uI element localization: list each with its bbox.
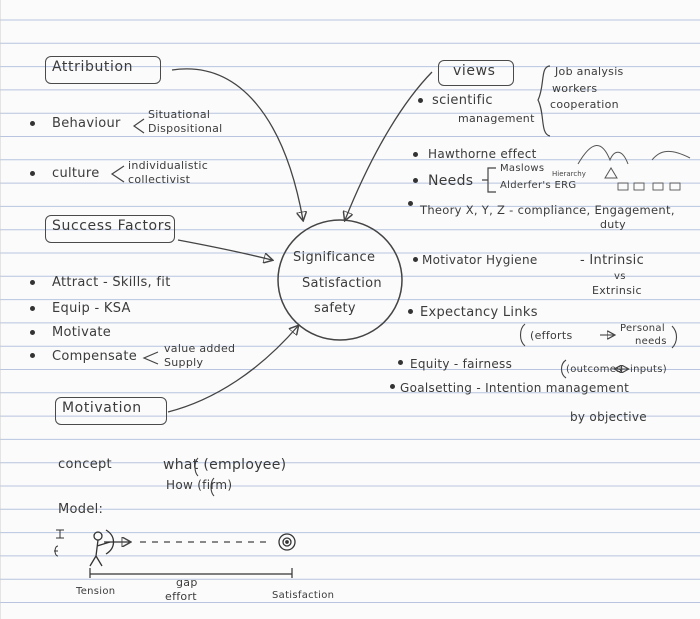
bracket-compensate: [142, 351, 159, 365]
center-satisfaction: Satisfaction: [302, 276, 382, 291]
bullet: [30, 280, 35, 285]
equity-label: Equity - fairness: [410, 357, 513, 371]
bullet: [413, 152, 418, 157]
arrow-views-to-center: [345, 71, 433, 220]
effort-label: effort: [165, 590, 197, 603]
equity-bracket-icon: [560, 359, 567, 379]
vs-label: vs: [614, 271, 626, 282]
concept-label: concept: [58, 457, 112, 472]
collectivist-label: collectivist: [128, 173, 191, 186]
supply-label: Supply: [164, 356, 204, 369]
alderfer-label: Alderfer's ERG: [500, 180, 577, 191]
situational-label: Situational: [148, 108, 211, 121]
job-analysis-label: Job analysis: [555, 65, 624, 78]
individualistic-label: individualistic: [128, 159, 209, 172]
workers-label: workers: [552, 82, 598, 95]
brace-scientific: [537, 65, 551, 137]
hawthorne-label: Hawthorne effect: [428, 147, 537, 161]
maslow-triangle-icon: [604, 167, 618, 179]
behaviour-label: Behaviour: [52, 116, 121, 131]
hierarchy-label: Hierarchy: [552, 170, 586, 178]
expectancy-label: Expectancy Links: [420, 305, 538, 320]
dart-target-icon: [278, 533, 296, 551]
by-objective-label: by objective: [570, 410, 647, 424]
erg-boxes-icon: [617, 182, 681, 191]
tension-gauge-icon: [54, 529, 64, 557]
bullet: [408, 309, 413, 314]
compensate-label: Compensate: [52, 349, 138, 364]
attract-label: Attract - Skills, fit: [52, 275, 171, 290]
what-paren-icon: [194, 457, 199, 477]
maslow-label: Maslows: [500, 163, 545, 174]
extrinsic-label: Extrinsic: [592, 284, 642, 297]
theory-label: Theory X, Y, Z - compliance, Engagement,: [420, 203, 675, 217]
range-line: [89, 568, 293, 578]
hawthorne-arrow-icon: [651, 151, 691, 161]
expectancy-bracket-icon: [519, 323, 526, 347]
bullet: [413, 257, 418, 262]
bullet: [398, 360, 403, 365]
duty-label: duty: [600, 218, 626, 231]
bullet: [30, 121, 35, 126]
efforts-label: (efforts: [530, 329, 573, 342]
scientific-label: scientific: [432, 93, 493, 108]
hawthorne-curve-icon: [577, 145, 629, 165]
cooperation-label: cooperation: [550, 98, 619, 111]
arrow-motivation-to-center: [167, 326, 298, 413]
equip-label: Equip - KSA: [52, 301, 131, 316]
needs-label: Needs: [428, 173, 474, 189]
bullet: [30, 330, 35, 335]
model-label: Model:: [58, 502, 104, 517]
bracket-behaviour: [132, 118, 145, 134]
goalsetting-label: Goalsetting - Intention management: [400, 381, 630, 395]
center-safety: safety: [314, 301, 356, 316]
arrow-attribution-to-center: [171, 68, 303, 220]
culture-label: culture: [52, 166, 100, 181]
motivator-hygiene-label: Motivator Hygiene: [422, 253, 538, 267]
archer-icon: [89, 529, 115, 567]
value-added-label: value added: [164, 342, 236, 355]
bullet: [30, 171, 35, 176]
ruled-lines: [0, 19, 700, 603]
bracket-culture: [110, 165, 125, 183]
bullet: [390, 384, 395, 389]
dispositional-label: Dispositional: [148, 122, 223, 135]
how-paren-icon: [210, 477, 215, 497]
inputs-label: inputs): [630, 364, 667, 375]
tension-label: Tension: [76, 586, 116, 597]
motivate-label: Motivate: [52, 325, 112, 340]
arrow-success-to-center: [177, 239, 272, 260]
bullet: [30, 353, 35, 358]
success-factors-box: Success Factors: [45, 215, 175, 243]
center-circle: [277, 219, 403, 341]
motivation-box: Motivation: [55, 397, 167, 425]
concept-what: what (employee): [163, 457, 287, 473]
satisfaction-label: Satisfaction: [272, 590, 335, 601]
views-box: views: [438, 60, 514, 86]
bullet: [30, 306, 35, 311]
concept-how: How (firm): [166, 478, 233, 492]
outcomes-label: (outcomes: [566, 364, 622, 375]
bullet: [413, 178, 418, 183]
attribution-box: Attribution: [45, 56, 161, 84]
center-significance: Significance: [293, 250, 376, 265]
gap-label: gap: [176, 576, 198, 589]
personal-needs-label: needs: [635, 336, 667, 347]
management-label: management: [458, 112, 535, 125]
bullet: [408, 201, 413, 206]
intrinsic-label: - Intrinsic: [580, 253, 645, 268]
personal-label: Personal: [620, 323, 665, 334]
expectancy-close-icon: [671, 325, 678, 349]
bullet: [418, 98, 423, 103]
brace-needs: [482, 167, 496, 193]
